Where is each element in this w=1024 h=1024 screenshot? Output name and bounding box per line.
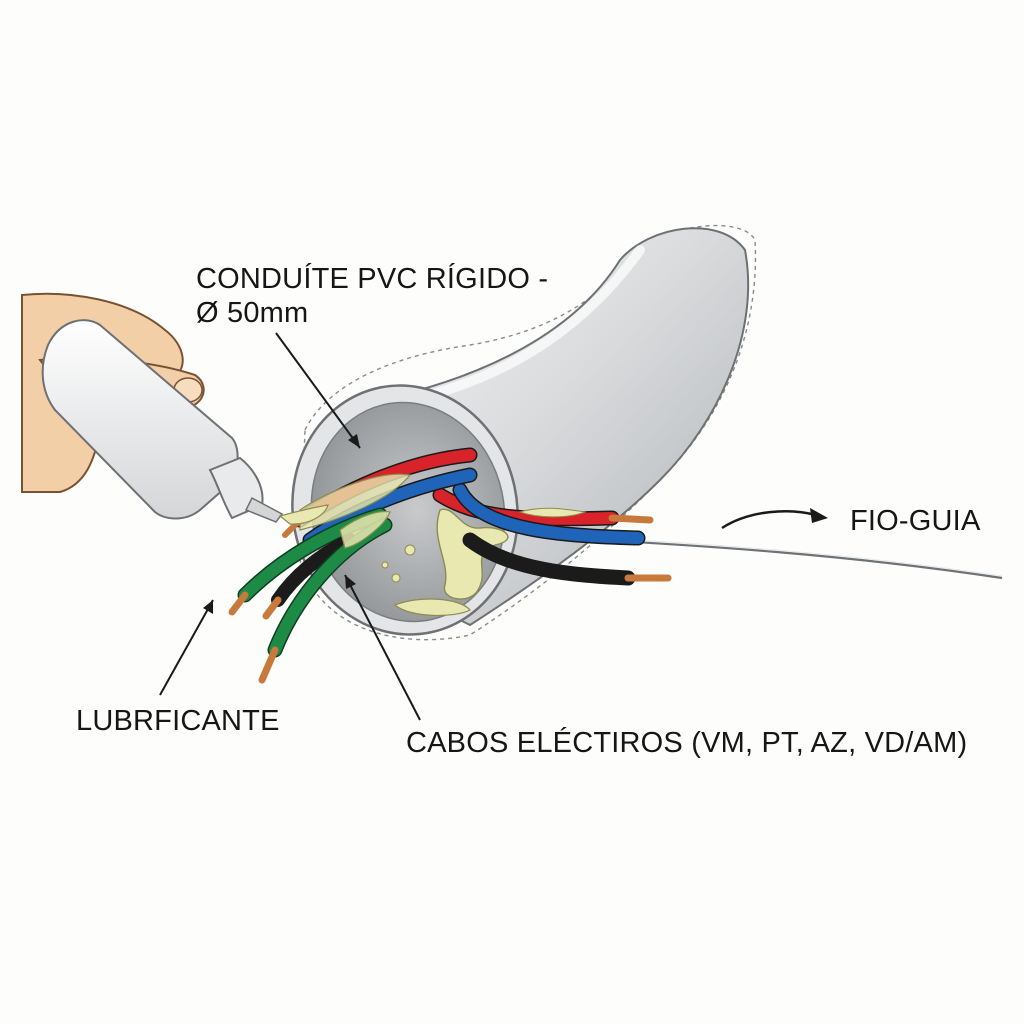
arrowhead <box>348 434 360 448</box>
cables-left-bundle <box>228 447 478 684</box>
arrowhead <box>345 575 356 589</box>
lubricant-callout-arrow <box>159 599 214 696</box>
conduit-highlight <box>425 245 645 400</box>
lubricant-on-red <box>518 507 587 518</box>
cables-label: CABOS ELÉCTIROS (VM, PT, AZ, VD/AM) <box>406 727 968 759</box>
copper-strands <box>228 591 249 616</box>
copper-strands <box>262 596 282 620</box>
cables-callout-arrow <box>344 574 421 721</box>
cable-black-right <box>462 532 636 586</box>
conduit-callout-arrow <box>275 332 361 449</box>
lubricant-label: LUBRFICANTE <box>76 705 280 737</box>
conduit-label-line2: Ø 50mm <box>196 297 309 329</box>
conduit-dashed-outline <box>299 224 757 641</box>
guide-callout-arrow <box>721 510 817 530</box>
lubricant-pool <box>393 598 471 617</box>
arrowhead <box>810 508 828 523</box>
lubricant-splash <box>436 508 509 600</box>
lubricant-stream <box>278 504 329 525</box>
lubricant-drop <box>404 544 416 556</box>
cables-right-bundle <box>432 482 672 586</box>
lubricant-bottle-icon <box>41 319 329 525</box>
guide-wire-label: FIO-GUIA <box>850 505 981 537</box>
lubricant-on-cables <box>299 473 412 531</box>
copper-strands <box>608 514 654 524</box>
callout-arrows <box>159 332 828 721</box>
cable-black-left <box>271 533 357 607</box>
lubricant-on-green <box>339 510 391 549</box>
bottle-nozzle <box>244 496 284 523</box>
conduit-label-line1: CONDUÍTE PVC RÍGIDO - <box>196 263 549 295</box>
bottle-body <box>41 319 239 520</box>
arrowhead <box>203 600 213 614</box>
copper-strands <box>258 646 279 684</box>
lubricant-drop <box>381 561 389 569</box>
conduit-label: CONDUÍTE PVC RÍGIDO - Ø 50mm <box>196 262 548 330</box>
lubricant-drop <box>391 573 401 583</box>
cable-blue-right-fill <box>454 484 644 544</box>
